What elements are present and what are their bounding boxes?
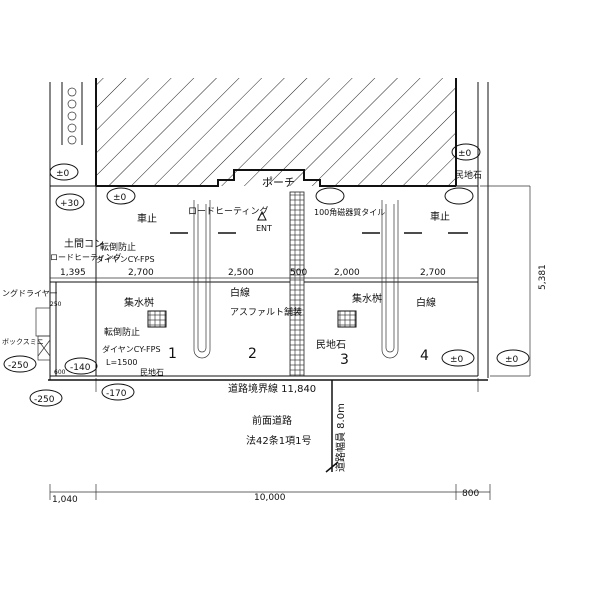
white-line-right-label: 白線: [416, 296, 436, 309]
slot-number-3: 3: [340, 352, 349, 368]
dim-vertical: 5,381: [538, 264, 548, 290]
building-hatched-area: [95, 78, 457, 186]
building-front-outline: [50, 169, 478, 187]
catch-basin-right-label: 集水桝: [352, 292, 382, 305]
car-stop-left-label: 車止: [137, 212, 157, 225]
level-label-a: ±0: [56, 169, 70, 179]
dim-seg2: 2,700: [128, 268, 154, 278]
boundary-stones-column: [49, 82, 83, 380]
dim-seg1: 1,395: [60, 268, 86, 278]
level-label-d: ±0: [113, 193, 127, 203]
level-label-f: -140: [70, 363, 91, 373]
slot-number-4: 4: [420, 348, 429, 364]
road-heating-top-label: ロードヒーティング: [188, 205, 268, 217]
level-label-j: -170: [106, 389, 127, 399]
level-label-c: +30: [60, 199, 79, 209]
entrance-label: ENT: [256, 224, 272, 233]
dim-bottom-mid: 10,000: [254, 493, 286, 503]
skid-label-4: ダイヤンCY-FPS: [102, 344, 161, 354]
skid-label-2: ダイヤンCY-FPS: [96, 254, 155, 264]
white-line-left-label: 白線: [230, 286, 250, 299]
level-label-b: ±0: [458, 149, 472, 159]
earth-floor-label-2: ロードヒーティング: [50, 252, 122, 262]
slot-number-2: 2: [248, 346, 257, 362]
dim-seg4: 500: [290, 268, 307, 278]
dim-bottom-right: 800: [462, 489, 479, 499]
curb-center-label: 民地石: [316, 338, 346, 351]
road-boundary-label: 道路境界線 11,840: [228, 382, 316, 395]
level-label-g: ±0: [450, 355, 464, 365]
dim-seg3: 2,500: [228, 268, 254, 278]
tile-walkway: [289, 191, 305, 377]
earth-floor-label: 土間コン: [64, 237, 104, 250]
dim-bottom-left: 1,040: [52, 495, 78, 505]
road-law-label: 法42条1項1号: [246, 434, 311, 447]
slot-number-1: 1: [168, 346, 177, 362]
porch-label: ポーチ: [262, 176, 295, 189]
tile-label: 100角磁器質タイル: [314, 207, 385, 217]
entrance-triangle-icon: [257, 210, 267, 221]
dim-seg5: 2,000: [334, 268, 360, 278]
dryer-label: ングドライヤー: [2, 288, 58, 298]
dim-small-600: 600: [54, 369, 66, 376]
car-stop-right-label: 車止: [430, 210, 450, 223]
catch-basins: [147, 310, 357, 328]
parking-area: [50, 186, 478, 377]
level-label-i: -250: [34, 395, 55, 405]
level-label-h: ±0: [505, 355, 519, 365]
catch-basin-left-label: 集水桝: [124, 296, 154, 309]
level-markers: [3, 143, 530, 407]
dim-seg6: 2,700: [420, 268, 446, 278]
dimension-lines: [49, 185, 531, 500]
dryer-box-device: [35, 307, 51, 361]
road-width-label: 道路幅員 8.0m: [334, 403, 347, 472]
curb-bottom-left-label: 民地石: [140, 367, 164, 377]
road-name-label: 前面道路: [252, 414, 292, 427]
skid-label-5: L=1500: [106, 358, 138, 367]
curb-top-right-label: 民地石: [455, 169, 482, 181]
asphalt-label: アスファルト舗装: [230, 306, 302, 318]
skid-label-1: 転倒防止: [100, 241, 136, 253]
box-label: ボックスミニ: [2, 338, 44, 346]
white-parking-lines: [193, 200, 399, 359]
skid-label-3: 転倒防止: [104, 326, 140, 338]
dim-small-250: 250: [50, 301, 62, 308]
level-label-e: -250: [8, 361, 29, 371]
